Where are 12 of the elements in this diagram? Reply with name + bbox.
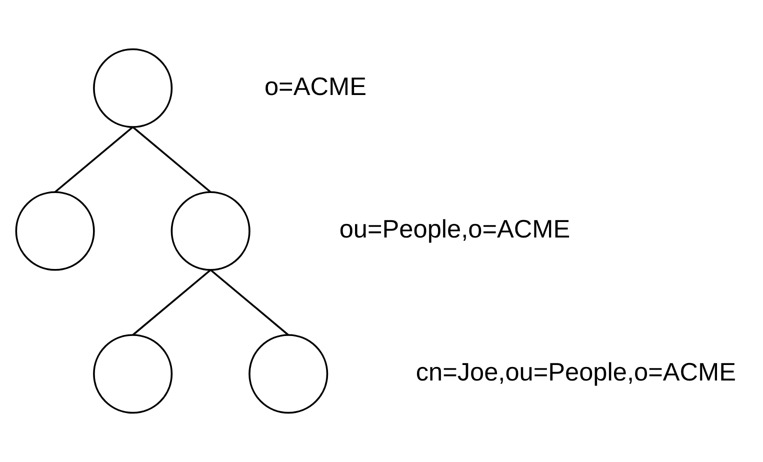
node-label: cn=Joe,ou=People,o=ACME — [416, 358, 736, 387]
node-circle — [248, 334, 328, 414]
node-circle — [15, 191, 95, 271]
node-label: o=ACME — [264, 72, 366, 101]
connector — [210, 269, 289, 336]
node-circle — [170, 191, 250, 271]
node-circle — [93, 48, 173, 128]
connector — [54, 126, 134, 193]
node-circle — [93, 334, 173, 414]
connector — [132, 269, 212, 336]
connector — [132, 126, 212, 193]
node-label: ou=People,o=ACME — [339, 216, 570, 244]
